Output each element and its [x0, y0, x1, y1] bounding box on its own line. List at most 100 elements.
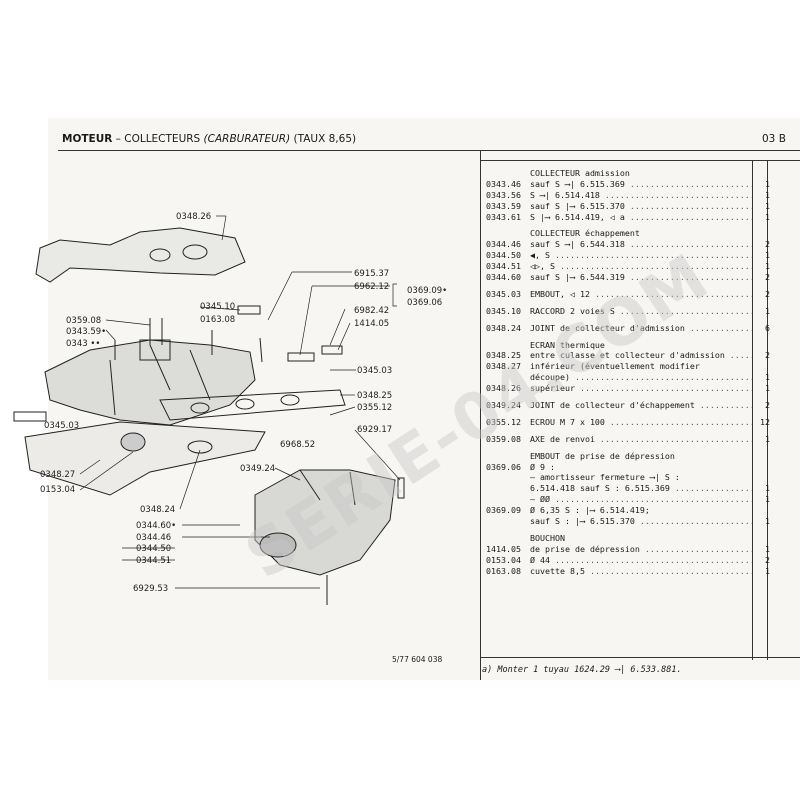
- leader-dots: ........................................…: [589, 565, 752, 576]
- group-title-text: BOUCHON: [530, 532, 565, 543]
- group-title-text: EMBOUT de prise de dépression: [530, 450, 675, 461]
- header-title-italic: (CARBURATEUR): [203, 133, 291, 145]
- fig-label: 0369.06: [407, 298, 442, 308]
- leader-dots: ........................................…: [579, 383, 752, 394]
- part-ref: 0343.46: [486, 178, 521, 189]
- leader-dots: ........................................…: [609, 416, 752, 427]
- fig-label: 6968.52: [280, 440, 315, 450]
- part-qty: 1: [765, 200, 770, 211]
- part-qty: 2: [765, 400, 770, 411]
- part-ref: 0359.08: [486, 433, 521, 444]
- part-ref: 0348.26: [486, 383, 521, 394]
- part-desc: Ø 6,35 S : |⟶ 6.514.419;: [530, 505, 650, 516]
- table-bottom-rule: [480, 657, 800, 658]
- part-qty: 1: [765, 565, 770, 576]
- part-qty: 1: [765, 178, 770, 189]
- group-title: COLLECTEUR échappement: [486, 228, 776, 239]
- header-title-tail: (TAUX 8,65): [290, 133, 357, 145]
- part-row: 0359.08 AXE de renvoi ...................…: [486, 434, 776, 445]
- part-qty: 1: [765, 543, 770, 554]
- part-row: découpe) ...............................…: [486, 372, 776, 383]
- part-qty: 1: [765, 383, 770, 394]
- qty-divider-left: [752, 160, 753, 660]
- part-desc: sauf S ⟶| 6.544.318 ....................…: [530, 239, 752, 250]
- part-desc: découpe) ...............................…: [530, 372, 752, 383]
- leader-dots: ........................................…: [629, 272, 752, 283]
- part-desc: supérieur ..............................…: [530, 383, 752, 394]
- part-ref: 0344.60: [486, 272, 521, 283]
- leader-dots: ........................................…: [689, 322, 752, 333]
- part-row: sauf S : |⟶ 6.515.370 ..................…: [486, 516, 776, 527]
- leader-dots: ........................................…: [674, 483, 752, 494]
- fig-label: 6962.12: [354, 282, 389, 292]
- part-desc: AXE de renvoi ..........................…: [530, 434, 752, 445]
- fig-label: 0344.50: [136, 544, 171, 554]
- part-row: – amortisseur fermeture ⟶| S :: [486, 472, 776, 483]
- leader-dots: ........................................…: [629, 211, 752, 222]
- part-qty: 2: [765, 272, 770, 283]
- leader-dots: ........................................…: [604, 189, 752, 200]
- part-ref: 0349.24: [486, 400, 521, 411]
- part-desc: ◁▷, S ..................................…: [530, 261, 752, 272]
- part-desc: cuvette 8,5 ............................…: [530, 566, 752, 577]
- group-title: BOUCHON: [486, 533, 776, 544]
- fig-label: 0153.04: [40, 485, 75, 495]
- leader-dots: ........................................…: [639, 516, 752, 527]
- fig-label: 0343.59•: [66, 327, 106, 337]
- part-ref: 0343.59: [486, 200, 521, 211]
- group-title: COLLECTEUR admission: [486, 168, 776, 179]
- qty-divider-right: [767, 160, 768, 660]
- part-desc: S ⟶| 6.514.418 .........................…: [530, 190, 752, 201]
- part-row: – ØØ ...................................…: [486, 494, 776, 505]
- page-header: MOTEUR – COLLECTEURS (CARBURATEUR) (TAUX…: [62, 133, 786, 145]
- page-code: 03 B: [762, 133, 786, 145]
- part-row: 0343.46 sauf S ⟶| 6.515.369 .............…: [486, 179, 776, 190]
- part-desc: sauf S |⟶ 6.544.319 ....................…: [530, 272, 752, 283]
- fig-label: 0348.27: [40, 470, 75, 480]
- leader-dots: ........................................…: [594, 288, 752, 299]
- part-ref: 0355.12: [486, 416, 521, 427]
- part-row: 0344.60 sauf S |⟶ 6.544.319 .............…: [486, 272, 776, 283]
- fig-label: 0344.46: [136, 533, 171, 543]
- part-ref: 0153.04: [486, 554, 521, 565]
- leader-dots: ........................................…: [574, 372, 752, 383]
- leader-dots: ........................................…: [554, 554, 752, 565]
- part-ref: 0344.46: [486, 239, 521, 250]
- part-qty: 6: [765, 322, 770, 333]
- leader-dots: ........................................…: [554, 250, 752, 261]
- fig-label: 6929.53: [133, 584, 168, 594]
- part-qty: 1: [765, 433, 770, 444]
- part-row: 0153.04 Ø 44 ............................…: [486, 555, 776, 566]
- part-desc: sauf S ⟶| 6.515.369 ....................…: [530, 179, 752, 190]
- part-row: 0348.26 supérieur .......................…: [486, 383, 776, 394]
- fig-label: 0344.51: [136, 556, 171, 566]
- part-ref: 0344.50: [486, 250, 521, 261]
- part-qty: 1: [765, 261, 770, 272]
- part-qty: 1: [765, 211, 770, 222]
- part-qty: 1: [765, 189, 770, 200]
- part-desc: sauf S |⟶ 6.515.370 ....................…: [530, 201, 752, 212]
- leader-dots: ........................................…: [729, 350, 752, 361]
- part-ref: 0348.25: [486, 350, 521, 361]
- leader-dots: ........................................…: [629, 200, 752, 211]
- part-qty: 1: [765, 250, 770, 261]
- fig-label: 0348.24: [140, 505, 175, 515]
- figure-code: 5/77 604 038: [392, 655, 443, 664]
- part-desc: – amortisseur fermeture ⟶| S :: [530, 472, 680, 483]
- part-desc: RACCORD 2 voies S ......................…: [530, 306, 752, 317]
- fig-label: 0355.12: [357, 403, 392, 413]
- part-qty: 1: [765, 372, 770, 383]
- fig-label: 6915.37: [354, 269, 389, 279]
- leader-dots: ........................................…: [644, 543, 752, 554]
- part-desc: Ø 44 ...................................…: [530, 555, 752, 566]
- group-title-text: COLLECTEUR admission: [530, 168, 630, 178]
- part-qty: 2: [765, 554, 770, 565]
- part-qty: 1: [765, 483, 770, 494]
